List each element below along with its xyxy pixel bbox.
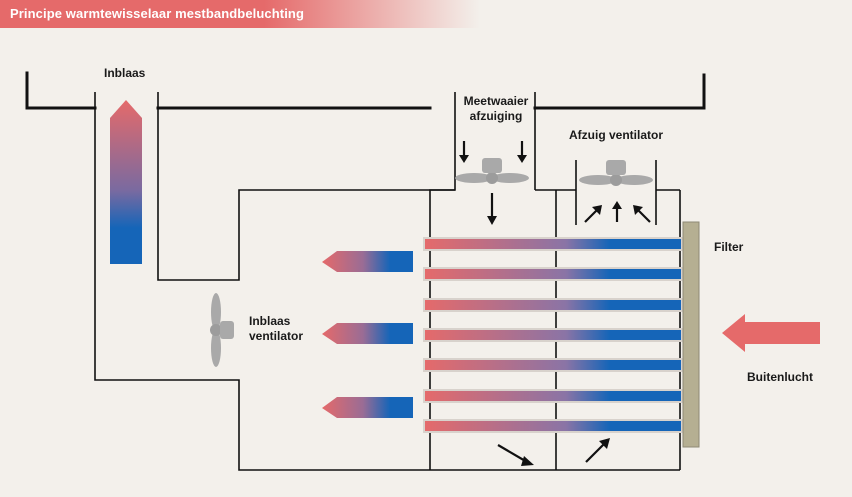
- exchanger-pipes: [423, 237, 683, 433]
- buitenlucht-arrow-icon: [722, 314, 820, 352]
- label-filter: Filter: [714, 240, 744, 254]
- label-meetwaaier-line1: Meetwaaier: [463, 94, 529, 108]
- duct-lines: [25, 71, 706, 110]
- label-inblaas-ventilator: Inblaas ventilator: [249, 314, 303, 344]
- afzuig-fan-icon: [579, 160, 653, 186]
- meetwaaier-fan-icon: [455, 158, 529, 184]
- inblaas-arrow-icon: [110, 100, 142, 264]
- label-inblaas-ventilator-line2: ventilator: [249, 329, 304, 343]
- title-bar: Principe warmtewisselaar mestbandbelucht…: [0, 0, 480, 28]
- diagram-title: Principe warmtewisselaar mestbandbelucht…: [10, 6, 305, 21]
- label-inblaas-ventilator-line1: Inblaas: [249, 314, 291, 328]
- label-buitenlucht: Buitenlucht: [747, 370, 813, 384]
- label-inblaas: Inblaas: [104, 66, 146, 80]
- label-afzuig-ventilator: Afzuig ventilator: [569, 128, 664, 142]
- flow-arrow-icons: [459, 141, 651, 466]
- inblaas-fan-icon: [210, 293, 234, 367]
- label-meetwaaier-line2: afzuiging: [469, 109, 523, 123]
- outlet-arrows: [322, 251, 413, 418]
- label-meetwaaier: Meetwaaier afzuiging: [455, 94, 537, 124]
- filter-panel: [682, 221, 700, 448]
